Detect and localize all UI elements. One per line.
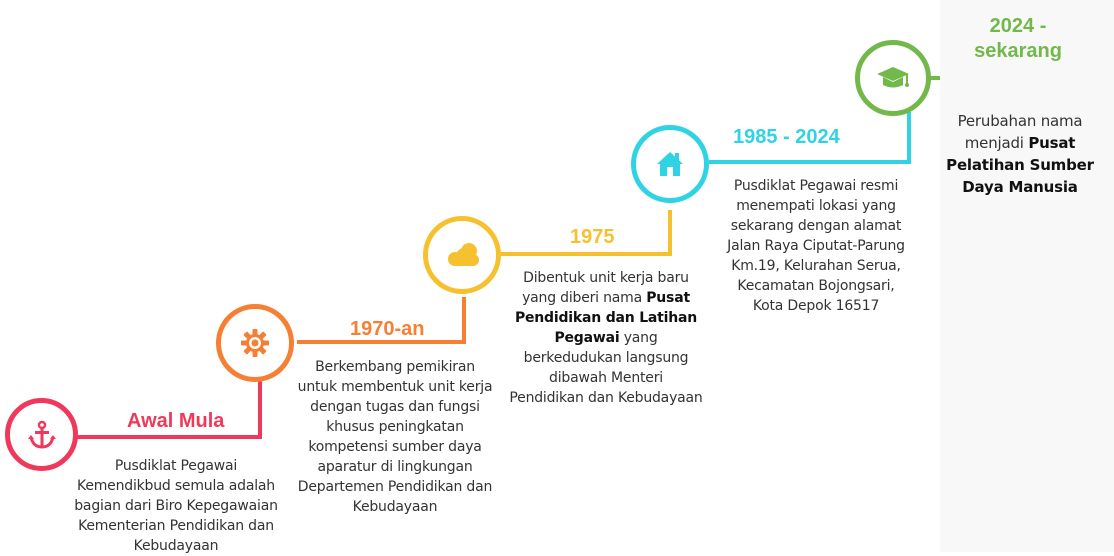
desc-line: Pelatihan Sumber [940, 154, 1100, 176]
desc-line: Dibentuk unit kerja baru [523, 270, 689, 286]
desc-line: Perubahan nama [957, 112, 1083, 130]
cloud-icon [442, 240, 482, 270]
stage-desc-1985-2024: Pusdiklat Pegawai resmi menempati lokasi… [696, 176, 936, 316]
desc-text: yang diberi nama [522, 290, 647, 306]
desc-line: Kebudayaan [352, 499, 438, 515]
desc-bold-text: Pendidikan dan Latihan [514, 310, 698, 326]
node-2024-sekarang [855, 40, 931, 116]
desc-line: Daya Manusia [940, 176, 1100, 198]
desc-bold-text: Pegawai [554, 330, 620, 346]
desc-line: dibawah Menteri [549, 370, 663, 386]
desc-bold-text: Pusat [1028, 134, 1076, 152]
desc-line: Kementerian Pendidikan dan [78, 518, 274, 534]
connector-awal-mula [74, 378, 262, 439]
desc-line: dengan tugas dan fungsi [310, 399, 480, 415]
desc-line: Kecamatan Bojongsari, [737, 278, 895, 294]
desc-line: yang diberi nama Pusat [486, 288, 726, 308]
stage-desc-awal-mula: Pusdiklat Pegawai Kemendikbud semula ada… [46, 456, 306, 556]
desc-line: Pusdiklat Pegawai [114, 458, 238, 474]
desc-line: Departemen Pendidikan dan [297, 479, 493, 495]
desc-line: Pegawai yang [486, 328, 726, 348]
desc-bold-text: Pusat [646, 290, 690, 306]
desc-line: Pendidikan dan Latihan [486, 308, 726, 328]
desc-line: menjadi Pusat [940, 132, 1100, 154]
stage-desc-1970-an: Berkembang pemikiran untuk membentuk uni… [265, 357, 525, 517]
desc-line: berkedudukan langsung [523, 350, 689, 366]
desc-line: Kota Depok 16517 [752, 298, 880, 314]
desc-line: Km.19, Kelurahan Serua, [731, 258, 901, 274]
desc-line: Pusdiklat Pegawai resmi [733, 178, 899, 194]
title-line: sekarang [974, 40, 1062, 62]
desc-text: yang [619, 330, 658, 346]
desc-bold-text: Daya Manusia [962, 178, 1078, 196]
home-icon [655, 149, 685, 179]
stage-title-1985-2024: 1985 - 2024 [733, 126, 840, 148]
node-1975 [423, 216, 501, 294]
stage-title-awal-mula: Awal Mula [127, 410, 225, 432]
desc-line: kompetensi sumber daya [308, 439, 482, 455]
node-awal-mula [5, 398, 78, 471]
node-1970-an [216, 304, 294, 382]
desc-line: bagian dari Biro Kepegawaian [74, 498, 278, 514]
desc-line: menempati lokasi yang [736, 198, 896, 214]
desc-line: aparatur di lingkungan [317, 459, 473, 475]
desc-line: Jalan Raya Ciputat-Parung [727, 238, 905, 254]
connector-1985-2024 [709, 112, 911, 164]
desc-text: menjadi [964, 134, 1029, 152]
stage-title-2024-sekarang: 2024 - sekarang [958, 14, 1078, 64]
stage-desc-2024-sekarang: Perubahan nama menjadi Pusat Pelatihan S… [940, 110, 1100, 198]
gear-icon [240, 328, 270, 358]
desc-line: sekarang dengan alamat [730, 218, 902, 234]
desc-line: Berkembang pemikiran [315, 359, 475, 375]
desc-line: Kemendikbud semula adalah [77, 478, 275, 494]
desc-line: Pendidikan dan Kebudayaan [509, 390, 703, 406]
stage-desc-1975: Dibentuk unit kerja baru yang diberi nam… [486, 268, 726, 408]
stage-title-1970-an: 1970-an [350, 318, 425, 340]
highlight-panel [940, 0, 1114, 552]
desc-bold-text: Pelatihan Sumber [946, 156, 1094, 174]
stage-title-1975: 1975 [570, 226, 615, 248]
graduation-cap-icon [875, 63, 911, 93]
connector-1975 [501, 210, 672, 256]
desc-line: khusus peningkatan [326, 419, 464, 435]
desc-line: untuk membentuk unit kerja [297, 379, 493, 395]
desc-line: Kebudayaan [133, 538, 219, 554]
connector-1970-an [297, 297, 466, 344]
title-line: 2024 - [989, 15, 1047, 37]
anchor-icon [27, 420, 57, 450]
node-1985-2024 [631, 125, 709, 203]
